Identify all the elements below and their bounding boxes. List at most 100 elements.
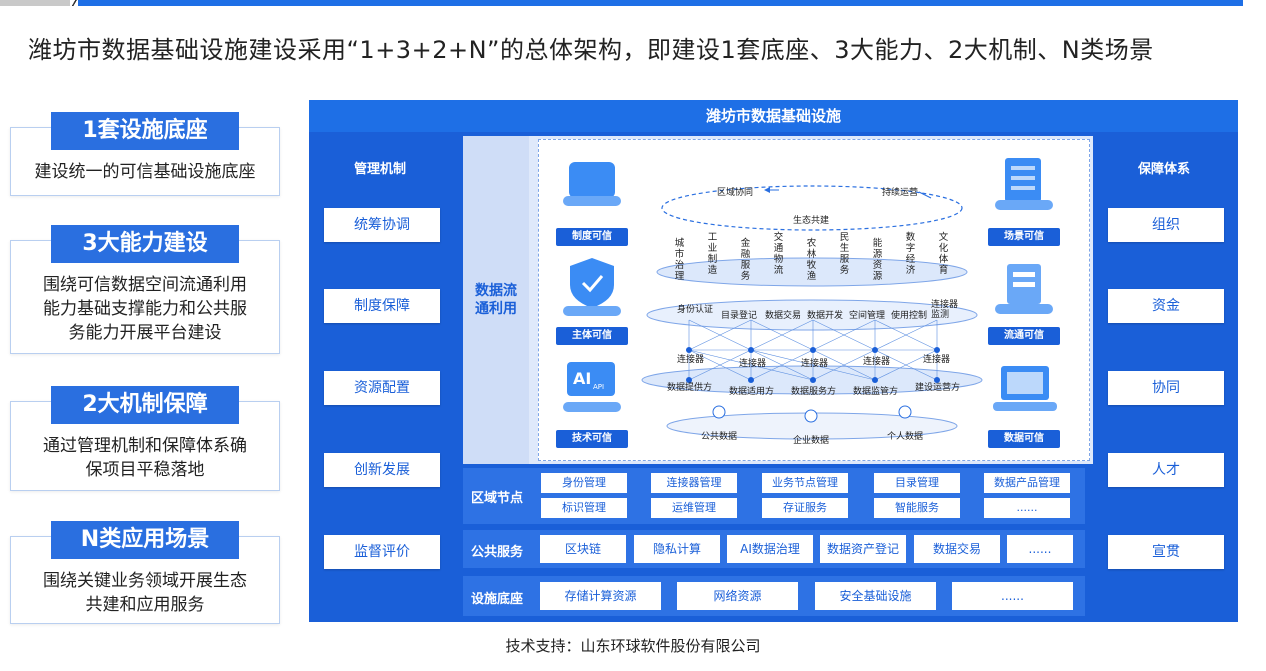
guarantee-item-collab: 协同	[1108, 371, 1224, 405]
node-identity: 身份管理	[541, 473, 627, 493]
panel-title: 潍坊市数据基础设施	[309, 100, 1238, 132]
scenario-building-icon	[995, 158, 1053, 210]
service-asset-registry: 数据资产登记	[820, 535, 906, 563]
tech-support-footer: 技术支持：山东环球软件股份有限公司	[505, 637, 761, 655]
scenario-ring	[656, 257, 968, 287]
card-foundation: 1套设施底座 建设统一的可信基础设施底座	[10, 112, 280, 196]
role-regulator: 数据监管方	[853, 387, 899, 397]
node-business: 业务节点管理	[762, 473, 848, 493]
dataflow-label: 数据流 通利用	[463, 136, 529, 464]
regional-nodes-label: 区域节点	[471, 491, 524, 506]
card-scenario: N类应用场景 围绕关键业务领域开展生态 共建和应用服务	[10, 521, 280, 624]
dataflow-label-line2: 通利用	[475, 301, 517, 317]
guarantee-header: 保障体系	[1138, 162, 1191, 177]
data-laptop-icon	[993, 366, 1057, 411]
page-headline: 潍坊市数据基础设施建设采用“1+3+2+N”的总体架构，即建设1套底座、3大能力…	[28, 36, 1154, 64]
mgmt-item-system: 制度保障	[324, 289, 440, 323]
node-identifier: 标识管理	[541, 498, 627, 518]
connector-nodes	[686, 347, 940, 383]
scenario-livelihood: 民生服务	[839, 232, 850, 276]
card-capability-desc-line1: 围绕可信数据空间流通利用	[43, 275, 247, 295]
top-accent-bar	[0, 0, 1266, 8]
process-trade: 数据交易	[765, 311, 802, 321]
process-monitor: 连接器监测	[931, 300, 959, 320]
role-service: 数据服务方	[791, 387, 837, 397]
card-capability: 3大能力建设 围绕可信数据空间流通利用 能力基础支撑能力和公共服 务能力开展平台…	[10, 225, 280, 354]
process-ring	[646, 299, 978, 331]
ai-tech-icon	[563, 362, 621, 412]
connector-3: 连接器	[801, 359, 829, 369]
ecosystem-ring	[661, 185, 963, 231]
service-more: ......	[1007, 535, 1073, 563]
card-scenario-title: N类应用场景	[51, 521, 239, 559]
process-control: 使用控制	[891, 311, 928, 321]
badge-tech: 技术可信	[556, 430, 628, 448]
node-connector: 连接器管理	[651, 473, 737, 493]
dataflow-label-line1: 数据流	[475, 283, 517, 299]
label-continuous-ops: 持续运营	[882, 188, 919, 198]
process-space: 空间管理	[849, 311, 886, 321]
enterprise-data-icon	[804, 409, 818, 423]
scenario-industry: 工业制造	[707, 232, 718, 276]
node-evidence: 存证服务	[762, 498, 848, 518]
data-public: 公共数据	[701, 432, 738, 442]
guarantee-item-promo: 宣贯	[1108, 535, 1224, 569]
public-data-icon	[712, 405, 726, 419]
node-product: 数据产品管理	[984, 473, 1070, 493]
subject-shield-icon	[563, 258, 621, 316]
service-privacy: 隐私计算	[634, 535, 720, 563]
node-intelligent: 智能服务	[874, 498, 960, 518]
diagram-graphics	[563, 158, 1057, 440]
api-icon-text: API	[593, 383, 605, 391]
top-bar-slash	[70, 0, 78, 6]
connector-1: 连接器	[677, 355, 705, 365]
connector-2: 连接器	[739, 359, 767, 369]
label-regional-collab: 区域协同	[717, 188, 754, 198]
infrastructure-panel: 潍坊市数据基础设施 管理机制 统筹协调 制度保障 资源配置 创新发展 监督评价 …	[309, 100, 1238, 622]
role-provider: 数据提供方	[667, 383, 713, 393]
arrow-right	[918, 191, 932, 199]
card-capability-desc-line2: 能力基础支撑能力和公共服	[43, 299, 247, 319]
mgmt-item-resource: 资源配置	[324, 371, 440, 405]
infrastructure-label: 设施底座	[471, 592, 524, 607]
badge-scenario: 场景可信	[988, 228, 1060, 246]
card-capability-desc-line3: 务能力开展平台建设	[68, 323, 222, 343]
public-services-label: 公共服务	[471, 545, 524, 560]
infra-network: 网络资源	[677, 582, 798, 610]
role-operator: 建设运营方	[915, 383, 961, 393]
circulation-server-icon	[995, 264, 1053, 314]
personal-data-icon	[898, 405, 912, 419]
card-mechanism-desc-line1: 通过管理机制和保障体系确	[43, 436, 247, 456]
infra-security: 安全基础设施	[815, 582, 936, 610]
card-foundation-title: 1套设施底座	[51, 112, 239, 150]
top-bar-gray	[0, 0, 70, 6]
scenario-city: 城市治理	[674, 238, 685, 282]
badge-institution: 制度可信	[556, 228, 628, 246]
guarantee-item-org: 组织	[1108, 208, 1224, 242]
regional-nodes-band: 区域节点 身份管理 连接器管理 业务节点管理 目录管理 数据产品管理 标识管理 …	[463, 468, 1085, 524]
process-auth: 身份认证	[677, 305, 714, 315]
scenario-energy: 能源资源	[872, 238, 883, 282]
mgmt-header: 管理机制	[354, 162, 407, 177]
badge-data: 数据可信	[988, 430, 1060, 448]
guarantee-item-talent: 人才	[1108, 453, 1224, 487]
mgmt-item-supervision: 监督评价	[324, 535, 440, 569]
mgmt-item-innovation: 创新发展	[324, 453, 440, 487]
process-catalog: 目录登记	[721, 311, 758, 321]
service-trading: 数据交易	[914, 535, 1000, 563]
service-blockchain: 区块链	[540, 535, 626, 563]
public-services-band: 公共服务 区块链 隐私计算 AI数据治理 数据资产登记 数据交易 ......	[463, 530, 1085, 568]
scenario-culture: 文化体育	[938, 232, 949, 276]
institution-icon	[563, 162, 621, 206]
scenario-agri: 农林牧渔	[806, 238, 817, 282]
label-ecosystem: 生态共建	[793, 216, 830, 226]
card-mechanism-desc-line2: 保项目平稳落地	[85, 460, 205, 480]
dataspace-diagram: 制度可信 主体可信 技术可信 场景可信 流通可信 数据可信 AI API 区域协…	[538, 139, 1090, 461]
dataflow-area: 数据流 通利用	[463, 136, 1093, 464]
role-user: 数据适用方	[729, 387, 775, 397]
scenario-transport: 交通物流	[773, 232, 784, 276]
ai-icon-text: AI	[573, 369, 592, 388]
card-mechanism: 2大机制保障 通过管理机制和保障体系确 保项目平稳落地	[10, 386, 280, 491]
data-personal: 个人数据	[887, 432, 924, 442]
card-foundation-desc: 建设统一的可信基础设施底座	[34, 162, 256, 182]
